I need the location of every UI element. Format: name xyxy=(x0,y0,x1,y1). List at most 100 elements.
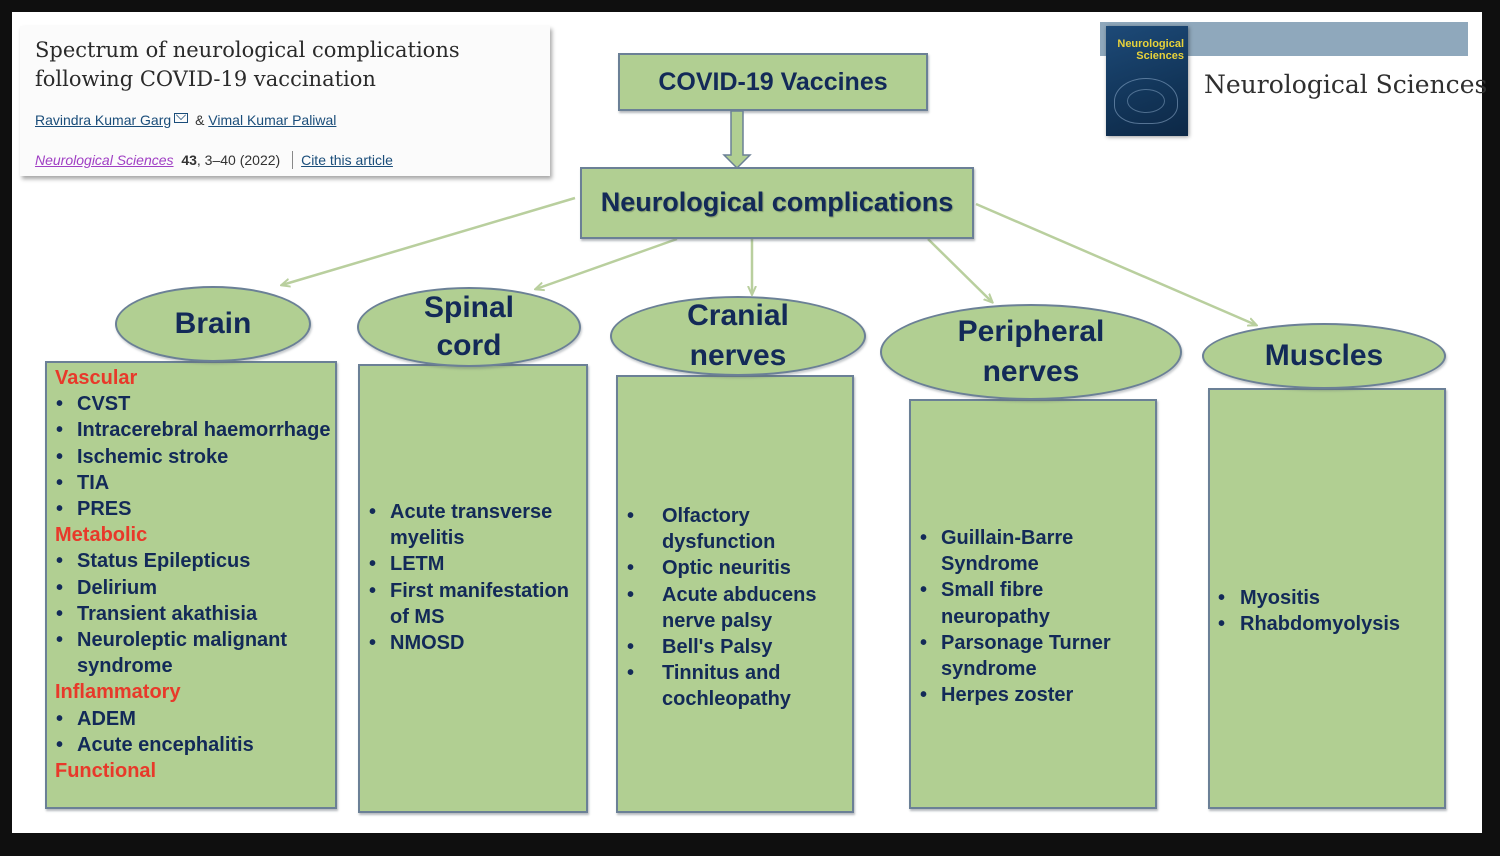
email-icon[interactable] xyxy=(174,113,189,123)
article-authors: Ravindra Kumar Garg & Vimal Kumar Paliwa… xyxy=(35,112,336,128)
bullet-icon: • xyxy=(56,629,64,652)
brain-complications-list: Vascular • CVST •Intracerebral haemorrhag… xyxy=(47,365,335,784)
bullet-icon: • xyxy=(56,498,64,521)
category-label: Brain xyxy=(175,305,252,343)
list-item: •Neuroleptic malignant syndrome xyxy=(47,627,335,679)
bullet-icon: • xyxy=(627,557,635,580)
journal-name: Neurological Sciences xyxy=(1204,70,1488,99)
article-citation-line: Neurological Sciences 43, 3–40 (2022) Ci… xyxy=(35,151,393,169)
connector-spinal-cord xyxy=(536,237,678,289)
muscles-complications-box: • Myositis • Rhabdomyolysis xyxy=(1208,388,1446,809)
list-item: • First manifestation of MS xyxy=(360,578,586,630)
item-text: PRES xyxy=(77,498,132,521)
item-text: Olfactory dysfunction xyxy=(662,505,776,554)
connector-peripheral-nerves xyxy=(927,238,992,302)
category-label-line: Muscles xyxy=(1264,339,1384,372)
spinal-cord-complications-box: •Acute transverse myelitis •LETM •First … xyxy=(358,364,588,813)
list-item: •Status Epilepticus xyxy=(47,548,335,574)
bullet-icon: • xyxy=(56,419,64,442)
category-oval-muscles: Muscles xyxy=(1202,323,1446,389)
item-text: TIA xyxy=(77,471,110,494)
item-text: Rhabdomyolysis xyxy=(1240,613,1401,636)
muscles-complications-list: • Myositis • Rhabdomyolysis xyxy=(1210,585,1444,637)
list-item: •Intracerebral haemorrhage xyxy=(47,417,335,443)
list-item: • Myositis xyxy=(1210,585,1444,611)
item-text: Delirium xyxy=(77,576,158,599)
bullet-icon: • xyxy=(1218,613,1226,636)
item-text: Myositis xyxy=(1240,587,1321,609)
article-citation-card: Spectrum of neurological complications f… xyxy=(20,26,550,176)
bullet-icon: • xyxy=(56,393,64,416)
list-item: •TIA xyxy=(47,470,335,496)
bullet-icon: • xyxy=(369,632,377,655)
cranial-nerves-complications-box: •Olfactory dysfunction •Optic neuritis •… xyxy=(616,375,854,813)
list-item: •Parsonage Turner syndrome xyxy=(911,630,1155,682)
bullet-icon: • xyxy=(627,583,635,606)
connector-brain xyxy=(282,196,576,285)
item-text: Ischemic stroke xyxy=(77,445,229,468)
list-item: • Olfactory dysfunction xyxy=(618,503,852,555)
list-item: • Rhabdomyolysis xyxy=(1210,611,1444,637)
category-heading-vascular: Vascular xyxy=(55,367,138,389)
cover-title-line: Neurological xyxy=(1117,38,1184,50)
bullet-icon: • xyxy=(627,636,635,659)
item-text: NMOSD xyxy=(390,632,465,655)
brain-illustration-icon xyxy=(1114,78,1178,124)
list-item: •Acute transverse myelitis xyxy=(360,499,586,551)
item-text: Transient akathisia xyxy=(77,602,258,625)
cover-title: Neurological Sciences xyxy=(1106,38,1184,62)
bullet-icon: • xyxy=(627,662,635,685)
covid-vaccines-label: COVID-19 Vaccines xyxy=(658,68,888,96)
item-text: LETM xyxy=(390,553,445,576)
category-label: Cranial nerves xyxy=(687,296,789,376)
bullet-icon: • xyxy=(56,576,64,599)
category-heading-functional: Functional xyxy=(55,760,157,783)
item-text: Tinnitus and cochleopathy xyxy=(662,662,791,711)
list-item: •LETM xyxy=(360,551,586,577)
category-label: Spinal cord xyxy=(424,289,514,365)
article-title: Spectrum of neurological complications f… xyxy=(35,38,460,91)
category-label: Muscles xyxy=(1265,337,1383,375)
spinal-cord-complications-list: •Acute transverse myelitis •LETM •First … xyxy=(360,499,586,656)
bullet-icon: • xyxy=(627,505,635,527)
item-text: Small fibre neuropathy xyxy=(941,579,1050,628)
item-text: Status Epilepticus xyxy=(77,550,251,573)
category-label-line: Brain xyxy=(174,307,252,340)
list-item: • CVST xyxy=(47,391,335,417)
journal-link[interactable]: Neurological Sciences xyxy=(35,152,174,168)
item-text: First manifestation of MS xyxy=(390,579,569,628)
list-item: •Bell's Palsy xyxy=(618,634,852,660)
pages-year: , 3–40 (2022) xyxy=(196,152,281,168)
bullet-icon: • xyxy=(369,579,377,602)
author-link-garg[interactable]: Ravindra Kumar Garg xyxy=(35,112,172,128)
bullet-icon: • xyxy=(1218,587,1226,609)
list-item: • NMOSD xyxy=(360,630,586,656)
journal-cover-image: Neurological Sciences xyxy=(1106,26,1188,136)
bullet-icon: • xyxy=(56,733,64,756)
bullet-icon: • xyxy=(920,579,928,602)
bullet-icon: • xyxy=(56,602,64,625)
cranial-nerves-complications-list: •Olfactory dysfunction •Optic neuritis •… xyxy=(618,503,852,713)
list-item: • Tinnitus and cochleopathy xyxy=(618,660,852,712)
neurological-complications-label: Neurological complications xyxy=(600,187,954,217)
down-arrow-icon xyxy=(722,111,752,169)
list-item: • Small fibre neuropathy xyxy=(911,577,1155,629)
neurological-complications-box: Neurological complications xyxy=(580,167,974,239)
category-oval-brain: Brain xyxy=(115,286,311,362)
list-item: •Guillain-Barre Syndrome xyxy=(911,525,1155,577)
category-heading-metabolic: Metabolic xyxy=(55,524,148,547)
list-item: • ADEM xyxy=(47,706,335,732)
category-heading-inflammatory: Inflammatory xyxy=(55,681,181,704)
bullet-icon: • xyxy=(56,707,64,730)
item-text: Acute encephalitis xyxy=(77,733,254,756)
list-item: • PRES xyxy=(47,496,335,522)
peripheral-nerves-complications-box: •Guillain-Barre Syndrome • Small fibre ne… xyxy=(909,399,1157,809)
author-link-paliwal[interactable]: Vimal Kumar Paliwal xyxy=(208,112,337,128)
item-text: ADEM xyxy=(77,707,136,730)
slide-canvas: Spectrum of neurological complications f… xyxy=(12,12,1487,833)
cite-article-link[interactable]: Cite this article xyxy=(301,152,393,168)
category-label-line: Cranial xyxy=(687,299,789,332)
volume-number: 43 xyxy=(181,152,197,168)
category-label-line: nerves xyxy=(982,355,1080,388)
item-text: CVST xyxy=(77,393,131,416)
